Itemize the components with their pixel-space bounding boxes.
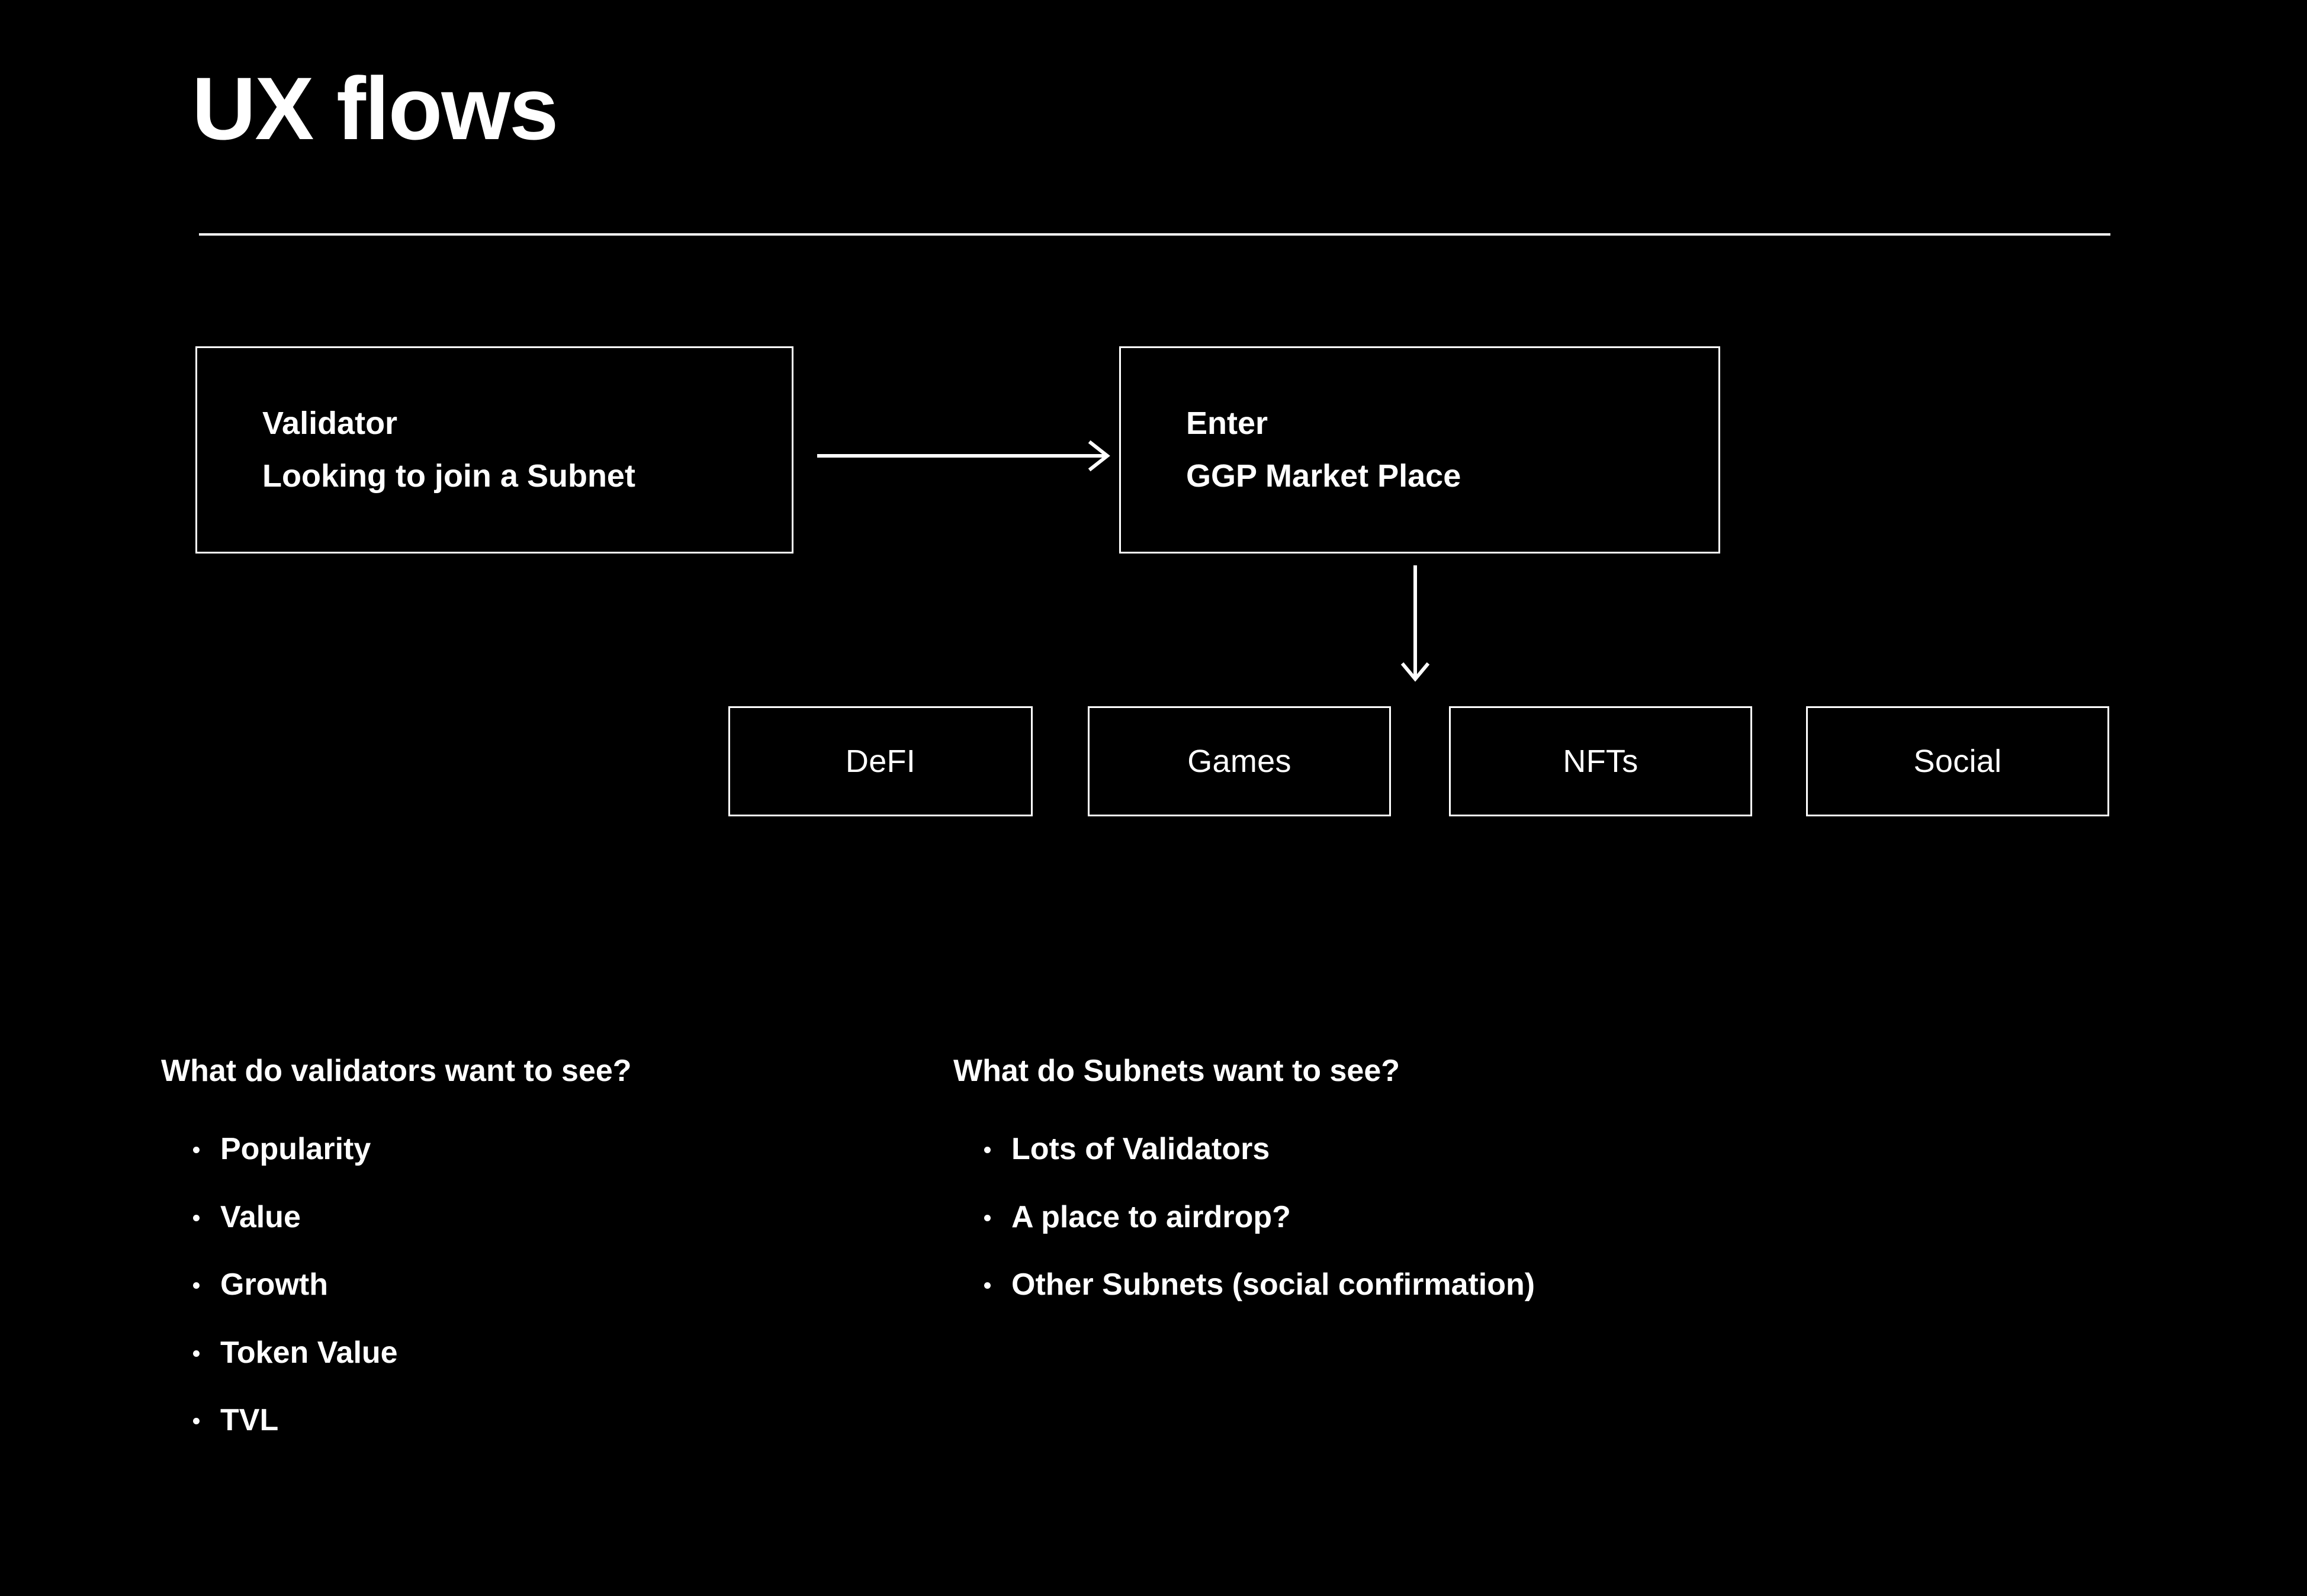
category-box-games[interactable]: Games: [1088, 706, 1391, 816]
bullet-dot-icon: [193, 1417, 200, 1424]
category-box-defi[interactable]: DeFI: [728, 706, 1033, 816]
list-item-label: Value: [220, 1199, 301, 1234]
list-item: Token Value: [186, 1334, 919, 1371]
bullet-dot-icon: [193, 1214, 200, 1221]
question-column-validators: What do validators want to see? Populari…: [161, 1053, 919, 1469]
bullet-list: Lots of Validators A place to airdrop? O…: [977, 1131, 2078, 1303]
list-item: Growth: [186, 1266, 919, 1303]
bullet-dot-icon: [193, 1147, 200, 1154]
flow-box-validator[interactable]: Validator Looking to join a Subnet: [195, 346, 793, 554]
title-divider: [199, 233, 2110, 236]
page-title: UX flows: [192, 59, 558, 158]
list-item-label: Lots of Validators: [1011, 1132, 1270, 1167]
category-label: NFTs: [1563, 744, 1638, 779]
flow-box-marketplace-label: Enter GGP Market Place: [1186, 405, 1461, 494]
list-item-label: Token Value: [220, 1335, 398, 1370]
list-item: A place to airdrop?: [977, 1199, 2078, 1235]
category-label: Social: [1913, 744, 2002, 779]
category-box-nfts[interactable]: NFTs: [1449, 706, 1752, 816]
bullet-dot-icon: [984, 1147, 991, 1154]
arrow-right-icon: [817, 438, 1113, 474]
list-item: TVL: [186, 1402, 919, 1439]
list-item-label: Other Subnets (social confirmation): [1011, 1267, 1535, 1302]
flow-box-marketplace[interactable]: Enter GGP Market Place: [1119, 346, 1720, 554]
bullet-dot-icon: [193, 1350, 200, 1357]
list-item-label: Popularity: [220, 1132, 371, 1167]
question-column-subnets: What do Subnets want to see? Lots of Val…: [953, 1053, 2078, 1334]
list-item: Other Subnets (social confirmation): [977, 1266, 2078, 1303]
flow-box-validator-label: Validator Looking to join a Subnet: [262, 405, 635, 494]
bullet-dot-icon: [984, 1282, 991, 1289]
list-item-label: Growth: [220, 1267, 328, 1302]
list-item: Popularity: [186, 1131, 919, 1167]
bullet-dot-icon: [193, 1282, 200, 1289]
category-label: Games: [1187, 744, 1291, 779]
question-heading: What do Subnets want to see?: [953, 1054, 1400, 1088]
list-item-label: TVL: [220, 1402, 279, 1437]
list-item: Value: [186, 1199, 919, 1235]
bullet-list: Popularity Value Growth Token Value TVL: [186, 1131, 919, 1439]
category-label: DeFI: [845, 744, 916, 779]
list-item: Lots of Validators: [977, 1131, 2078, 1167]
bullet-dot-icon: [984, 1214, 991, 1221]
arrow-down-icon: [1397, 565, 1433, 684]
category-box-social[interactable]: Social: [1806, 706, 2109, 816]
list-item-label: A place to airdrop?: [1011, 1199, 1291, 1234]
question-heading: What do validators want to see?: [161, 1054, 632, 1088]
